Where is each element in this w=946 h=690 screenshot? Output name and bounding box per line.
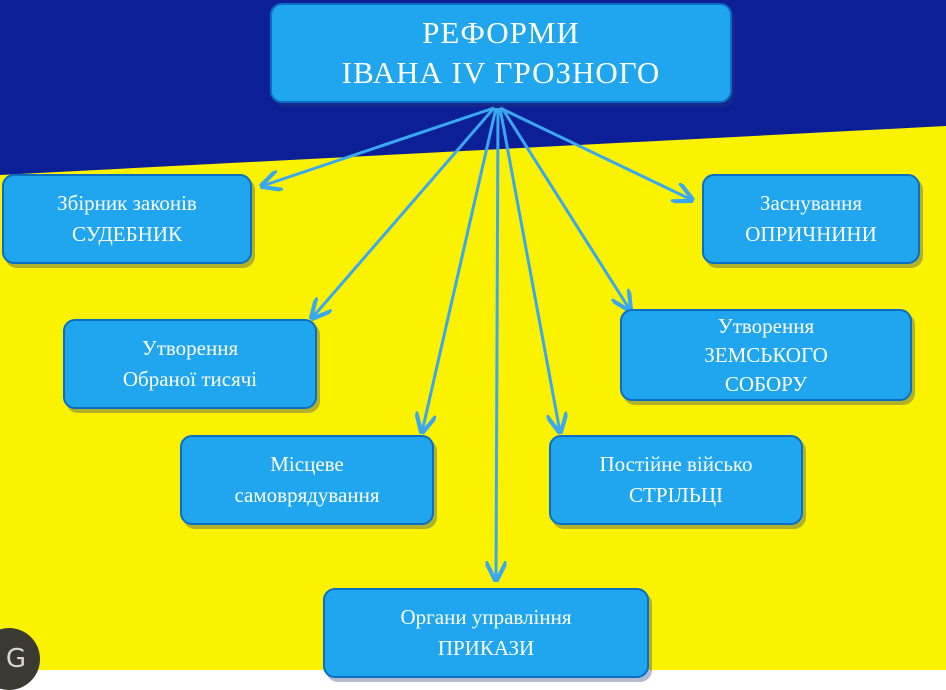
node-line-2: ПРИКАЗИ (437, 636, 535, 660)
node-line-1: Місцеве (270, 452, 344, 476)
node-line-1: Органи управління (400, 605, 572, 629)
node-line-2: СТРІЛЬЦІ (629, 483, 723, 507)
node-line-1: Збірник законів (57, 191, 197, 215)
node-obrana-tysiacha: Утворення Обраної тисячі (63, 319, 317, 409)
node-line-1: Утворення (717, 313, 815, 338)
node-line-1: Постійне військо (599, 452, 753, 476)
node-line-3: СОБОРУ (724, 371, 808, 396)
node-line-2: ЗЕМСЬКОГО (704, 342, 828, 367)
node-prykazy: Органи управління ПРИКАЗИ (323, 588, 649, 678)
diagram-title: РЕФОРМИ ІВАНА IV ГРОЗНОГО (270, 3, 732, 103)
node-line-2: самоврядування (234, 483, 380, 507)
title-line-2: ІВАНА IV ГРОЗНОГО (341, 55, 661, 90)
node-line-2: ОПРИЧНИНИ (745, 222, 877, 246)
node-zemskyi-sobor: Утворення ЗЕМСЬКОГО СОБОРУ (620, 309, 912, 401)
node-samovriaduvannia: Місцеве самоврядування (180, 435, 434, 525)
node-oprychnyna: Заснування ОПРИЧНИНИ (702, 174, 920, 264)
share-icon-glyph: G (5, 644, 27, 674)
node-sudebnyk: Збірник законів СУДЕБНИК (2, 174, 252, 264)
node-line-2: СУДЕБНИК (71, 222, 183, 246)
node-line-2: Обраної тисячі (122, 367, 258, 391)
title-line-1: РЕФОРМИ (422, 15, 580, 50)
node-striltsi: Постійне військо СТРІЛЬЦІ (549, 435, 803, 525)
node-line-1: Утворення (141, 336, 239, 360)
node-line-1: Заснування (760, 191, 862, 215)
